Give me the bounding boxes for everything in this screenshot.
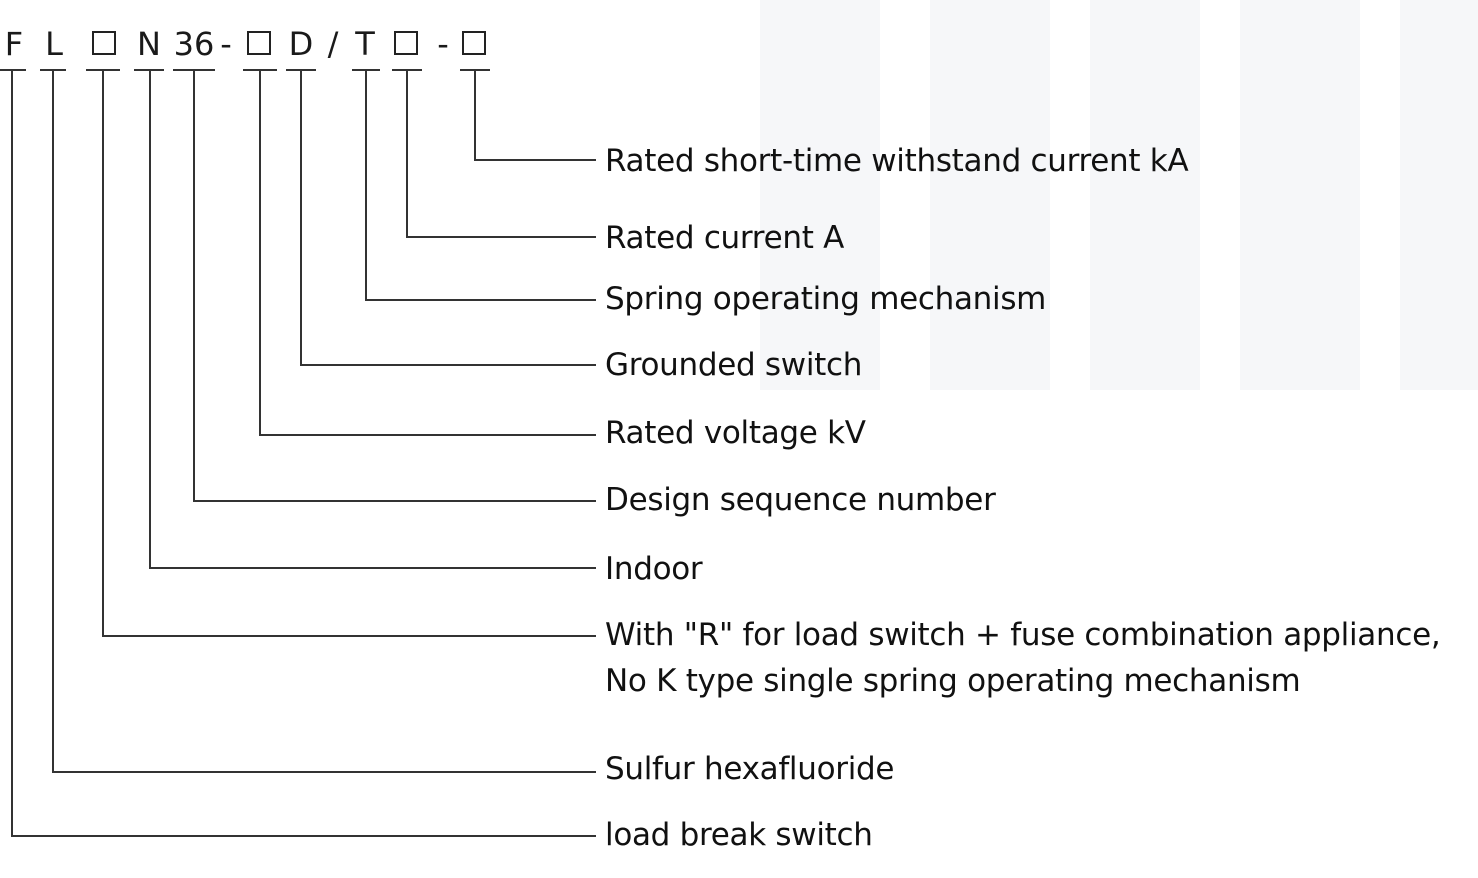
connector-v-load-break: [11, 70, 13, 836]
code-box-4: [462, 31, 486, 55]
connector-v-short-time: [474, 70, 476, 160]
label-rated-voltage: Rated voltage kV: [605, 415, 866, 451]
code-char-f: F: [4, 25, 24, 63]
connector-v-sulfur: [52, 70, 54, 772]
code-dash-1: -: [220, 25, 232, 63]
connector-h-with-r: [102, 635, 596, 637]
connector-h-rated-current: [406, 236, 596, 238]
code-char-d: D: [288, 25, 314, 63]
connector-h-indoor: [149, 567, 596, 569]
code-box-3: [394, 31, 418, 55]
connector-v-design: [193, 70, 195, 501]
label-spring-mechanism: Spring operating mechanism: [605, 281, 1047, 317]
connector-v-voltage: [259, 70, 261, 435]
code-char-n: N: [137, 25, 161, 63]
connector-h-design: [193, 500, 596, 502]
label-with-r-line1: With "R" for load switch + fuse combinat…: [605, 617, 1441, 653]
code-slash: /: [327, 25, 339, 63]
code-char-t: T: [355, 25, 375, 63]
connector-h-sulfur: [52, 771, 596, 773]
connector-v-rated-current: [406, 70, 408, 237]
label-load-break-switch: load break switch: [605, 817, 873, 853]
label-design-sequence: Design sequence number: [605, 482, 996, 518]
connector-h-grounded: [300, 364, 596, 366]
code-dash-2: -: [437, 25, 449, 63]
code-char-l: L: [45, 25, 63, 63]
connector-v-grounded: [300, 70, 302, 365]
connector-v-with-r: [102, 70, 104, 636]
connector-h-spring: [365, 299, 596, 301]
watermark-logo: [760, 0, 1478, 390]
connector-h-short-time: [474, 159, 596, 161]
code-box-1: [92, 31, 116, 55]
label-rated-current: Rated current A: [605, 220, 845, 256]
label-short-time-current: Rated short-time withstand current kA: [605, 143, 1189, 179]
label-grounded-switch: Grounded switch: [605, 347, 863, 383]
label-indoor: Indoor: [605, 551, 703, 587]
label-with-r-line2: No K type single spring operating mechan…: [605, 663, 1301, 699]
connector-h-load-break: [11, 835, 596, 837]
underline-f: [0, 69, 26, 71]
code-char-36: 36: [173, 25, 215, 63]
connector-h-voltage: [259, 434, 596, 436]
connector-v-indoor: [149, 70, 151, 568]
label-sulfur-hexafluoride: Sulfur hexafluoride: [605, 751, 895, 787]
connector-v-spring: [365, 70, 367, 300]
code-box-2: [247, 31, 271, 55]
